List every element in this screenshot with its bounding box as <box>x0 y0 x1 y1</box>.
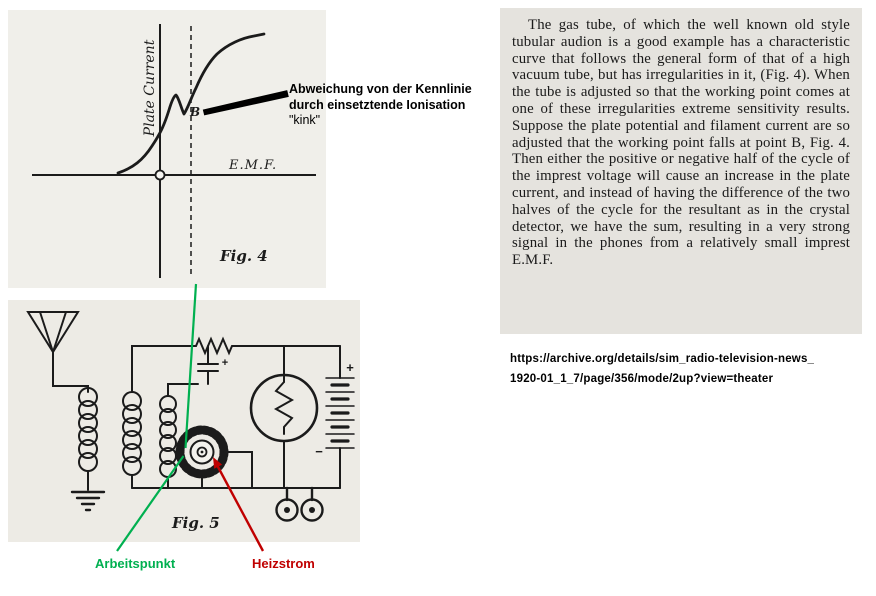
filament-rheostat-symbol <box>175 425 253 489</box>
x-axis-label: E.M.F. <box>228 158 277 173</box>
source-url: https://archive.org/details/sim_radio-te… <box>510 349 814 389</box>
heizstrom-label: Heizstrom <box>252 556 315 571</box>
ionisation-annotation: Abweichung von der Kennlinie durch einse… <box>289 82 499 129</box>
annotation-line-1: Abweichung von der Kennlinie <box>289 82 472 96</box>
headphones-symbol <box>275 486 324 522</box>
fig4-scan: Plate Current E.M.F. B Fig. 4 <box>8 10 326 288</box>
antenna-icon <box>26 311 89 393</box>
fig4-caption: Fig. 4 <box>219 247 268 265</box>
fig5-caption: Fig. 5 <box>171 514 220 532</box>
annotation-line-3: "kink" <box>289 113 321 127</box>
origin-point <box>154 169 166 181</box>
plate-current-curve <box>116 32 266 175</box>
arbeitspunkt-label: Arbeitspunkt <box>95 556 176 571</box>
source-url-line-1: https://archive.org/details/sim_radio-te… <box>510 353 815 365</box>
annotation-line-2: durch einsetztende Ionisation <box>289 97 466 112</box>
capacitor-plus-sign: + <box>222 357 228 369</box>
point-b-label: B <box>189 105 200 119</box>
fig4-graph: Plate Current E.M.F. B Fig. 4 <box>32 24 316 278</box>
battery-symbol <box>325 345 355 489</box>
battery-plus-sign: + <box>346 360 354 375</box>
source-url-line-2: 1920-01_1_7/page/356/mode/2up?view=theat… <box>510 373 774 385</box>
grid-capacitor-symbol <box>197 345 219 385</box>
fig5-circuit: + − + Fig. 5 <box>26 311 355 532</box>
article-scan: The gas tube, of which the well known ol… <box>500 8 862 334</box>
battery-minus-sign: − <box>315 444 323 459</box>
primary-coil-symbol <box>78 387 98 491</box>
ground-icon <box>70 490 106 512</box>
vacuum-tube-symbol <box>249 345 319 489</box>
fig5-scan: + − + Fig. 5 <box>8 300 360 542</box>
y-axis-label: Plate Current <box>142 39 158 137</box>
grid-leak-resistor-symbol <box>195 336 341 356</box>
article-paragraph: The gas tube, of which the well known ol… <box>512 17 850 269</box>
